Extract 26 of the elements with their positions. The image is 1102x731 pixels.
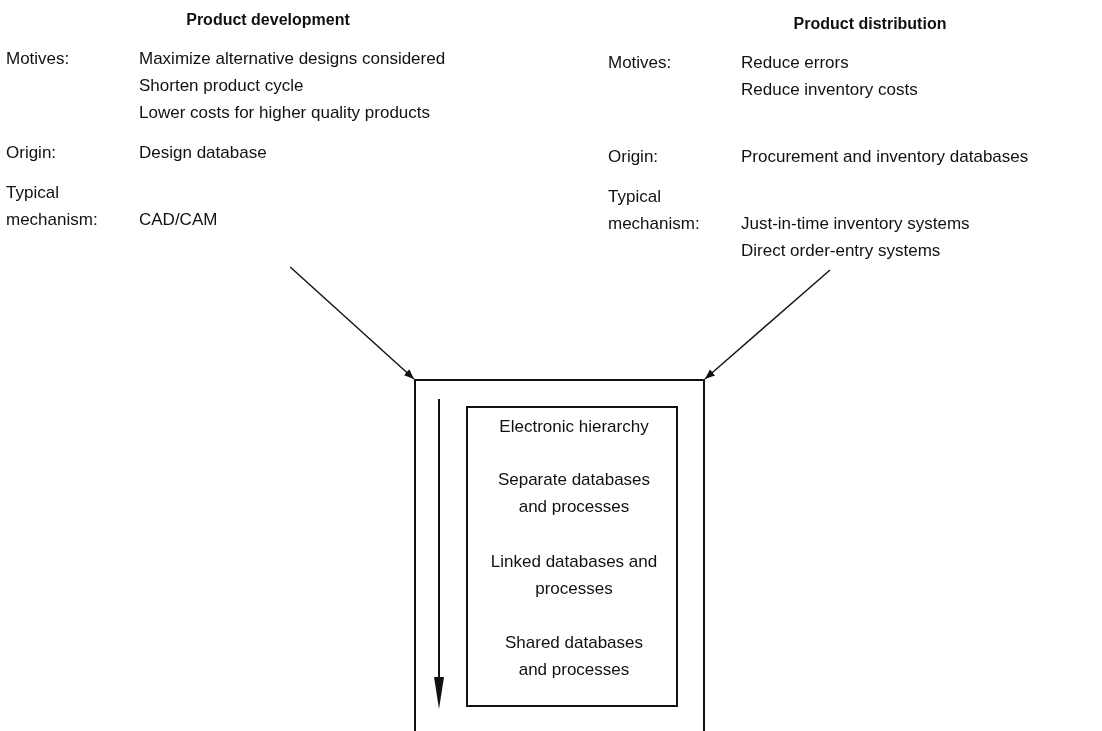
process-box [414,379,705,731]
field-value: Maximize alternative designs considered [139,48,447,70]
field-value: Reduce inventory costs [741,79,919,101]
arrow [704,269,831,380]
field-value: Procurement and inventory databases [741,146,1030,168]
field-value: Shorten product cycle [139,75,305,97]
stage-label: Shared databases and processes [504,632,644,681]
stage-box [466,406,678,707]
field-label: Typical mechanism: [608,186,701,235]
field-label: Motives: [608,52,673,74]
stage-label: Electronic hierarchy [498,416,650,438]
heading: Product distribution [792,14,948,34]
field-value: Lower costs for higher quality products [139,102,432,124]
field-value: Just-in-time inventory systems [741,213,971,235]
field-label: Origin: [608,146,660,168]
field-label: Origin: [6,142,58,164]
field-value: Design database [139,142,268,164]
arrow [289,266,415,380]
field-label: Typical mechanism: [6,182,99,231]
field-label: Motives: [6,48,71,70]
field-value: Reduce errors [741,52,850,74]
field-value: CAD/CAM [139,209,219,231]
stage-label: Linked databases and processes [489,551,659,600]
stage-label: Separate databases and processes [496,469,652,518]
heading: Product development [185,10,351,30]
field-value: Direct order-entry systems [741,240,942,262]
